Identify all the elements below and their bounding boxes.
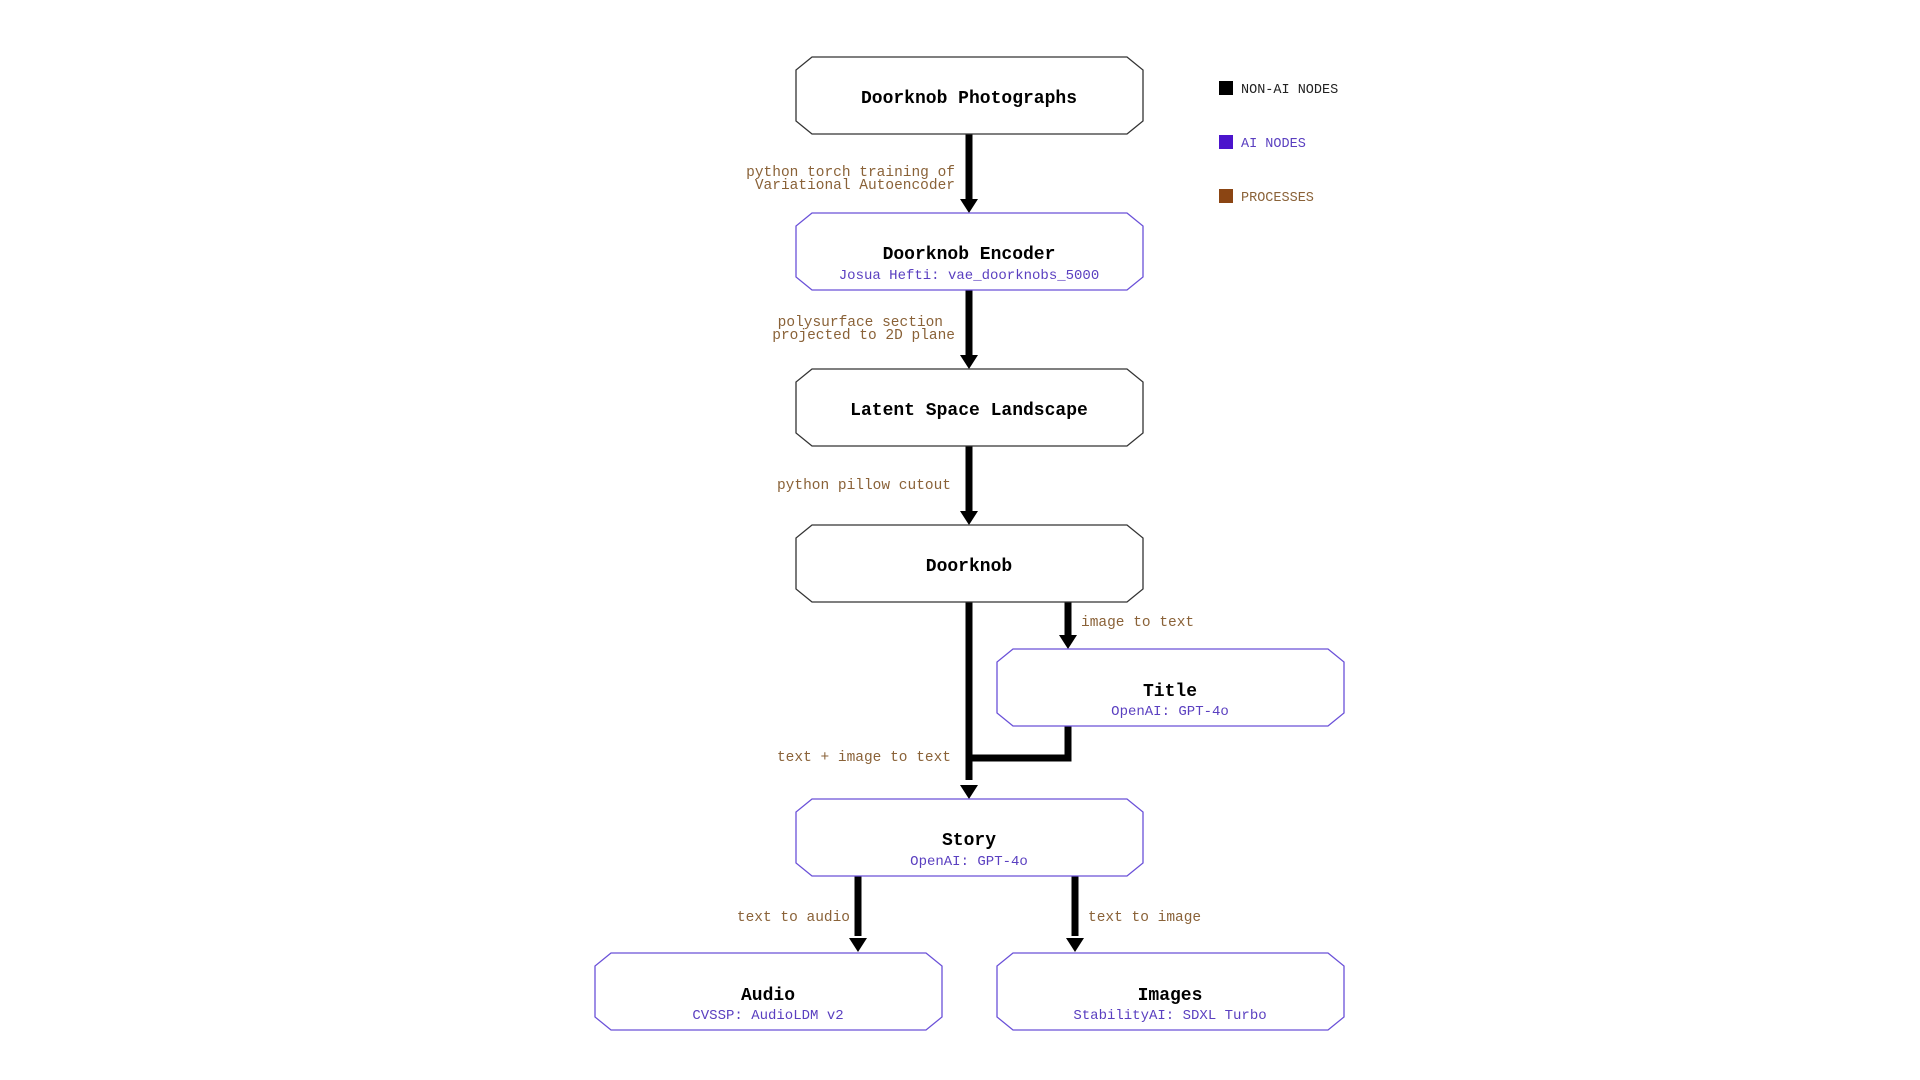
node-title: Doorknob Photographs bbox=[861, 89, 1077, 109]
process-image-to-text: image to text bbox=[1081, 615, 1194, 631]
node-title: Doorknob bbox=[926, 557, 1012, 577]
node-shape bbox=[795, 212, 1144, 291]
node-shape bbox=[594, 952, 943, 1031]
node-credit: CVSSP: AudioLDM v2 bbox=[692, 1008, 843, 1024]
node-credit-source: OpenAI: bbox=[1111, 704, 1170, 720]
arrowhead-story bbox=[960, 785, 978, 799]
node-shape bbox=[795, 368, 1144, 447]
node-doorknob-photographs: Doorknob Photographs bbox=[795, 56, 1144, 135]
node-latent-space-landscape: Latent Space Landscape bbox=[795, 368, 1144, 447]
legend-label-processes: PROCESSES bbox=[1241, 191, 1314, 206]
arrowhead-audio bbox=[849, 938, 867, 952]
node-audio: Audio CVSSP: AudioLDM v2 bbox=[594, 952, 943, 1031]
node-shape bbox=[996, 952, 1345, 1031]
arrowhead-landscape bbox=[960, 355, 978, 369]
process-vae-training-line2: Variational Autoencoder bbox=[755, 178, 955, 194]
process-cutout: python pillow cutout bbox=[777, 478, 951, 494]
process-vae-training-line1: python torch training of bbox=[746, 165, 955, 181]
legend: NON-AI NODES AI NODES PROCESSES bbox=[1219, 81, 1338, 206]
node-credit-source: StabilityAI: bbox=[1073, 1008, 1174, 1024]
node-shape bbox=[795, 56, 1144, 135]
node-title: Story bbox=[942, 831, 996, 851]
node-credit-source: Josua Hefti: bbox=[839, 268, 940, 284]
node-title: Images bbox=[1138, 986, 1203, 1006]
node-title: Latent Space Landscape bbox=[850, 401, 1088, 421]
line-title-to-story bbox=[969, 726, 1072, 762]
node-doorknob-encoder: Doorknob Encoder Josua Hefti: vae_doorkn… bbox=[795, 212, 1144, 291]
node-story: Story OpenAI: GPT-4o bbox=[795, 798, 1144, 877]
node-title: Title bbox=[1143, 682, 1197, 702]
node-credit-source: OpenAI: bbox=[910, 854, 969, 870]
process-text-image-to-text: text + image to text bbox=[777, 750, 951, 766]
node-title: Doorknob Encoder bbox=[883, 245, 1056, 265]
node-images: Images StabilityAI: SDXL Turbo bbox=[996, 952, 1345, 1031]
arrowhead-encoder bbox=[960, 199, 978, 213]
process-section-line1: polysurface section bbox=[778, 315, 943, 331]
connectors bbox=[854, 134, 1079, 936]
node-doorknob: Doorknob bbox=[795, 524, 1144, 603]
node-shape bbox=[996, 648, 1345, 727]
arrowhead-images bbox=[1066, 938, 1084, 952]
process-text-to-image: text to image bbox=[1088, 910, 1201, 926]
process-text-to-audio: text to audio bbox=[737, 910, 850, 926]
legend-label-ai: AI NODES bbox=[1241, 137, 1306, 152]
node-credit-model: GPT-4o bbox=[977, 854, 1027, 870]
arrowheads bbox=[849, 199, 1084, 952]
node-credit-source: CVSSP: bbox=[692, 1008, 742, 1024]
node-credit-model: AudioLDM v2 bbox=[751, 1008, 843, 1024]
legend-swatch-processes bbox=[1219, 189, 1233, 203]
legend-swatch-non-ai bbox=[1219, 81, 1233, 95]
process-labels: python torch training of Variational Aut… bbox=[737, 165, 1201, 926]
node-credit: StabilityAI: SDXL Turbo bbox=[1073, 1008, 1266, 1024]
node-title: Title OpenAI: GPT-4o bbox=[996, 648, 1345, 727]
node-title: Audio bbox=[741, 986, 795, 1006]
arrowhead-doorknob bbox=[960, 511, 978, 525]
node-credit-model: SDXL Turbo bbox=[1183, 1008, 1267, 1024]
node-shape bbox=[795, 524, 1144, 603]
node-credit: OpenAI: GPT-4o bbox=[1111, 704, 1229, 720]
legend-swatch-ai bbox=[1219, 135, 1233, 149]
node-credit-model: vae_doorknobs_5000 bbox=[948, 268, 1099, 284]
process-section-line2: projected to 2D plane bbox=[772, 328, 955, 344]
node-shape bbox=[795, 798, 1144, 877]
legend-label-non-ai: NON-AI NODES bbox=[1241, 83, 1338, 98]
arrowhead-title bbox=[1059, 635, 1077, 649]
node-credit: OpenAI: GPT-4o bbox=[910, 854, 1028, 870]
node-credit-model: GPT-4o bbox=[1178, 704, 1228, 720]
node-credit: Josua Hefti: vae_doorknobs_5000 bbox=[839, 268, 1099, 284]
